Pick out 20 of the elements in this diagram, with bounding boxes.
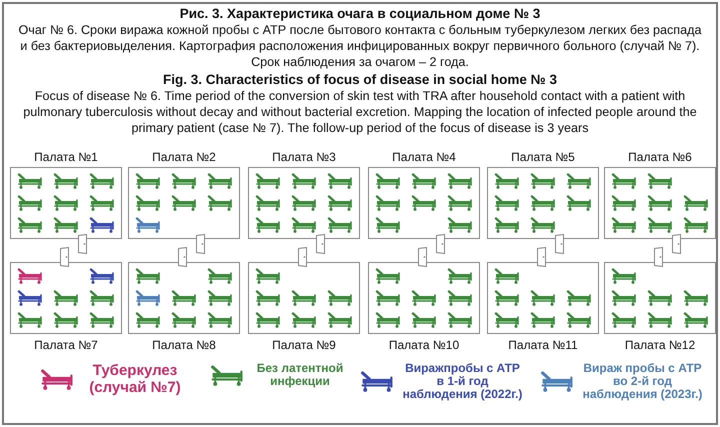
room-label: Палата №6 xyxy=(627,150,693,164)
figure-title: Fig. 3. Characteristics of focus of disease in social home № 3 xyxy=(162,72,558,88)
legend-text: Виражпробы с АТР в 1-й год наблюдения (2022г.) xyxy=(402,362,524,401)
room-label: Палата №1 xyxy=(33,150,99,164)
room-label: Палата №12 xyxy=(624,338,696,352)
legend-text: Туберкулез (случай №7) xyxy=(88,362,182,396)
legend-text: Без латентной инфекции xyxy=(256,362,344,388)
room-label: Палата №9 xyxy=(271,338,337,352)
room-label: Палата №7 xyxy=(33,338,99,352)
legend-text: Вираж пробы с АТР во 2-й год наблюдения (2023г.) xyxy=(582,362,704,401)
room-label: Палата №3 xyxy=(271,150,337,164)
room-label: Палата №2 xyxy=(151,150,217,164)
room-label: Палата №8 xyxy=(151,338,217,352)
figure-description: Очаг № 6. Сроки виража кожной пробы с АТР после бытового контакта с больным туберкулезом легких без распада и без бактериовыделения. Картография расположения инфицированных вокруг первичного больного (случай № 7). Срок наблюдения за очагом – 2 года. xyxy=(18,22,702,70)
figure-description: Focus of disease № 6. Time period of the conversion of skin test with TRA after household contact with a patient with pulmonary tuberculosis without decay and without bacterial excretion. Mapping the location of infected people around the primary patient (case № 7). The follow-up period of the focus of disease is 3 years xyxy=(22,88,698,136)
figure-title: Рис. 3. Характеристика очага в социальном доме № 3 xyxy=(178,6,542,22)
room-label: Палата №4 xyxy=(391,150,457,164)
room-label: Палата №5 xyxy=(510,150,576,164)
room-label: Палата №11 xyxy=(507,338,579,352)
room-label: Палата №10 xyxy=(388,338,460,352)
